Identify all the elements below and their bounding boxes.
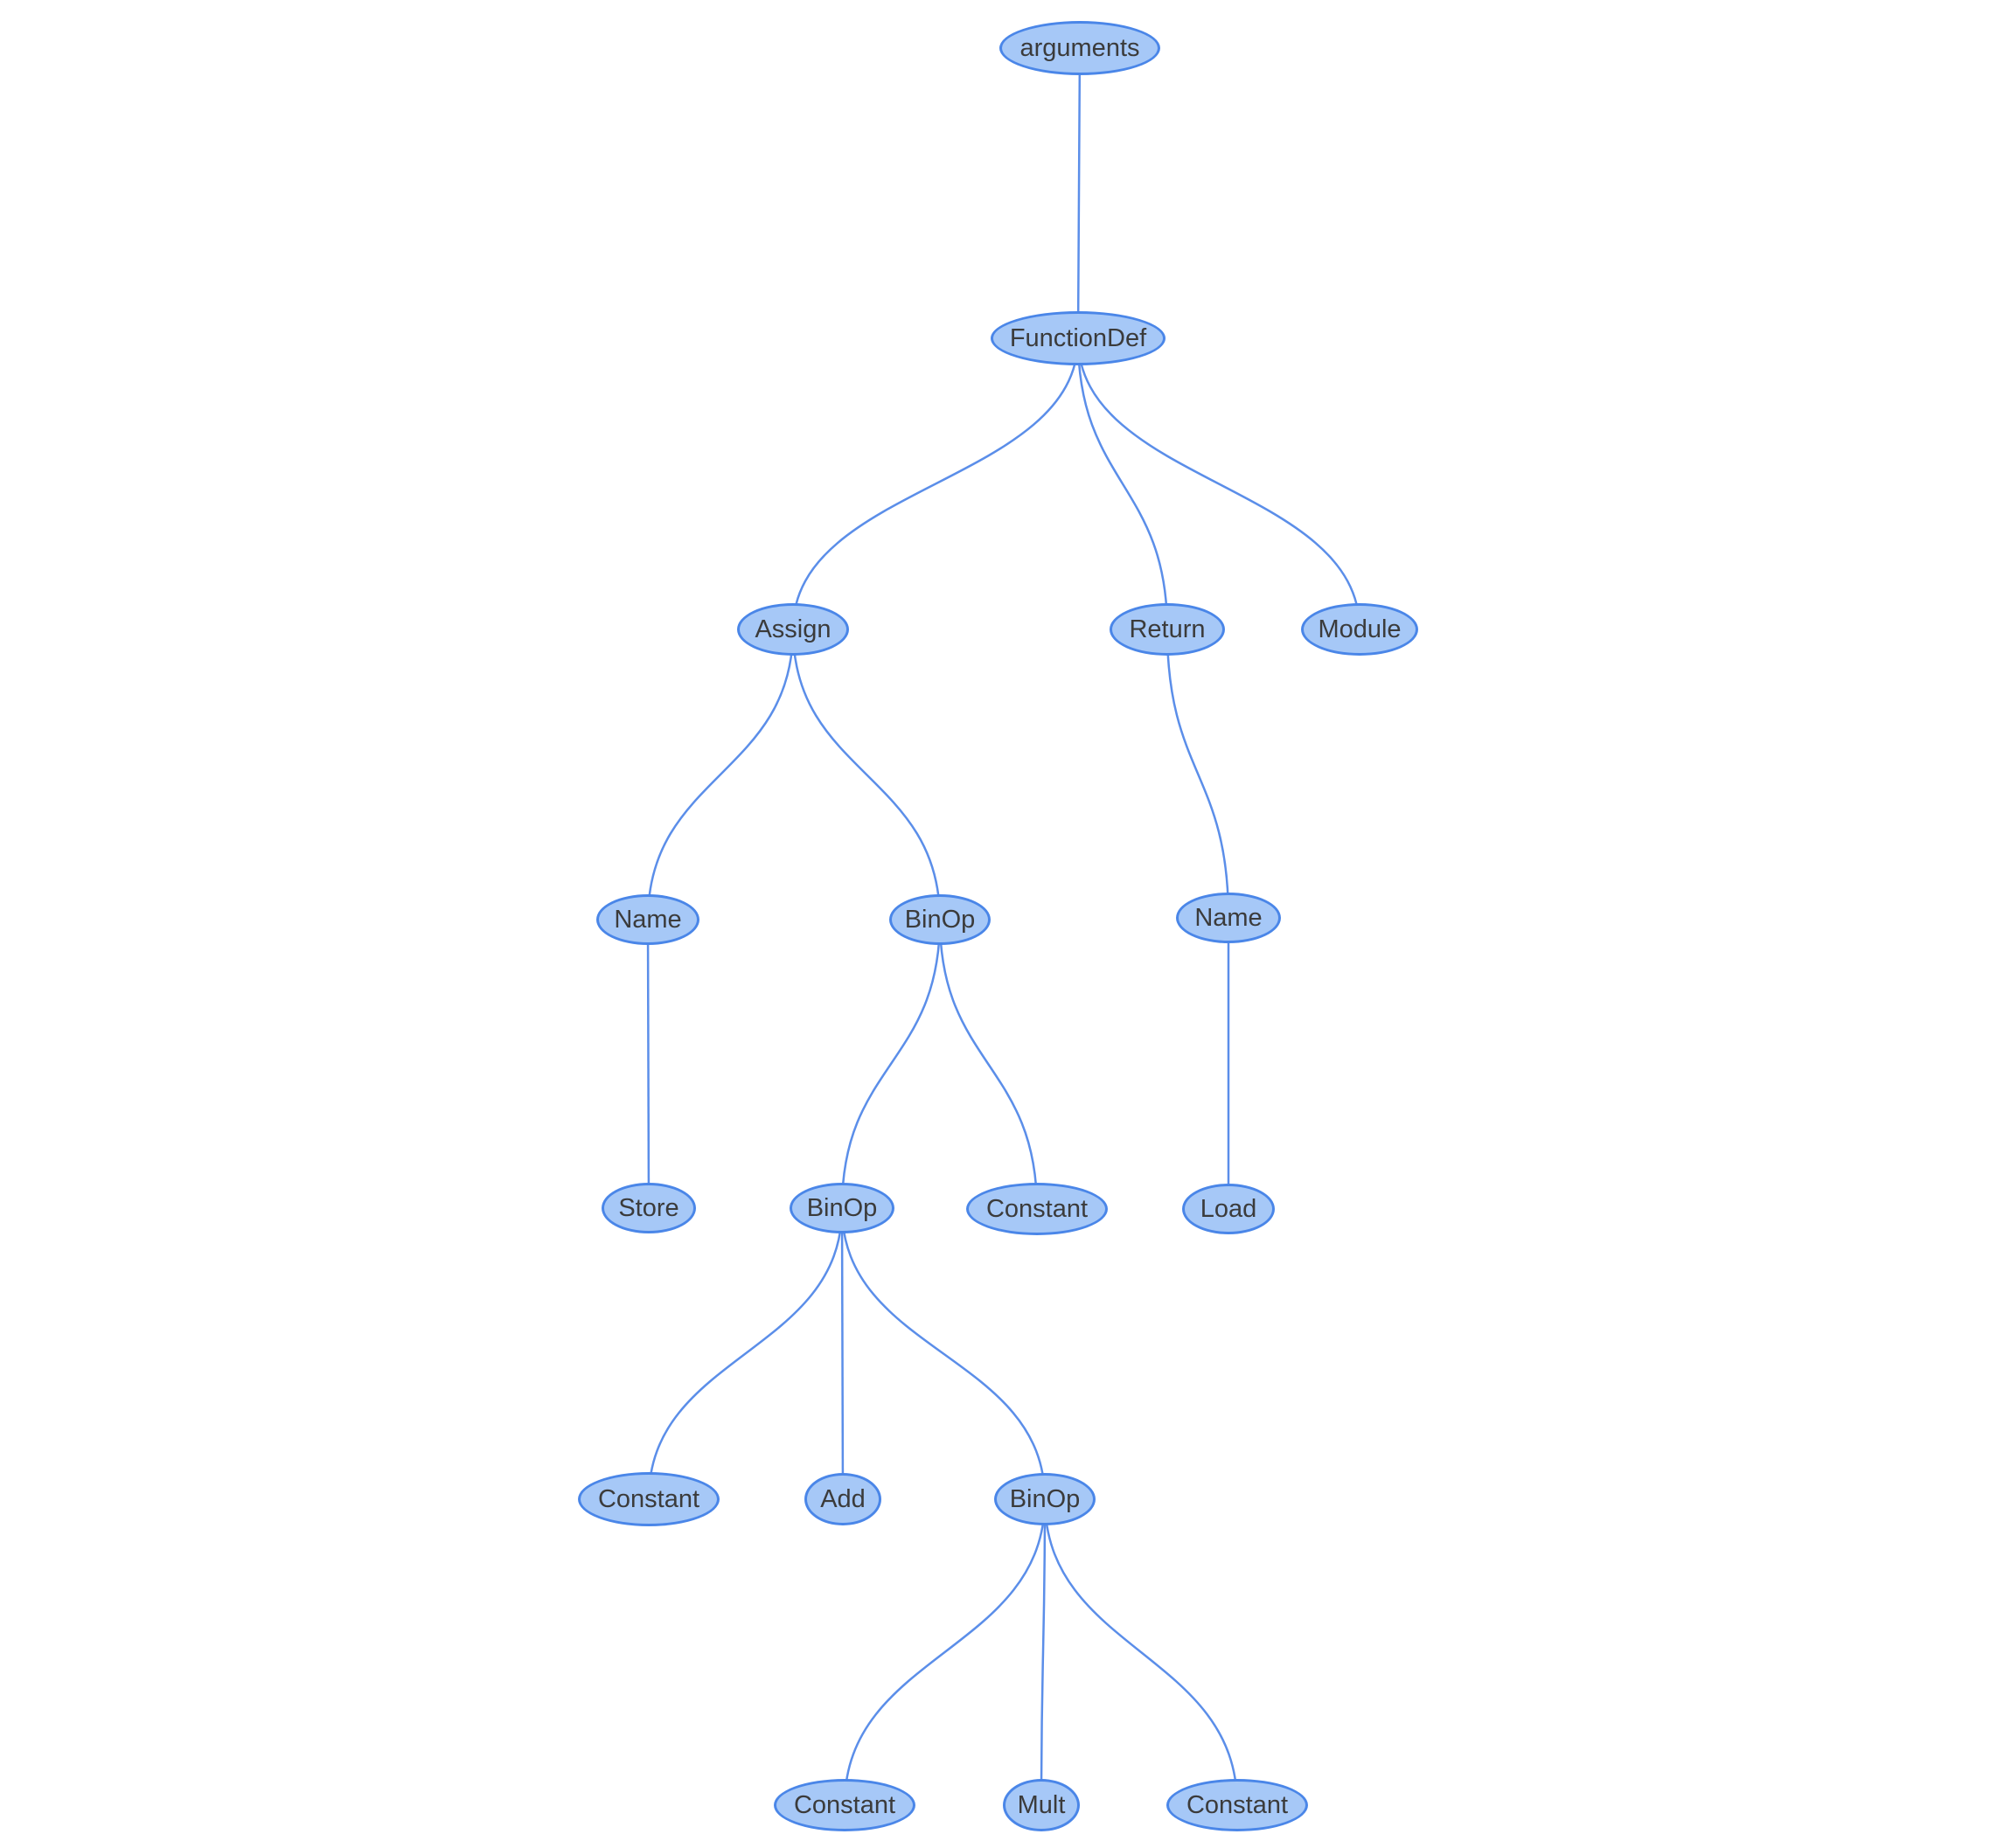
node-name-7[interactable]: Name (1176, 893, 1281, 943)
node-label: arguments (1019, 33, 1140, 62)
edge-binop-binop (840, 1207, 1047, 1500)
node-binop-14[interactable]: BinOp (994, 1473, 1096, 1525)
node-label: Add (820, 1484, 866, 1513)
edge-binop-constant (1043, 1498, 1239, 1806)
node-label: Mult (1017, 1790, 1066, 1819)
edge-binop-binop (840, 919, 942, 1209)
edge-return-name (1165, 629, 1230, 919)
node-label: Module (1318, 615, 1402, 643)
node-label: Store (618, 1193, 679, 1222)
node-label: Name (614, 905, 682, 934)
node-label: Name (1194, 903, 1263, 932)
node-label: Constant (597, 1484, 700, 1513)
node-constant-10[interactable]: Constant (966, 1183, 1108, 1235)
node-load-11[interactable]: Load (1182, 1184, 1275, 1234)
node-mult-16[interactable]: Mult (1003, 1779, 1080, 1831)
node-constant-17[interactable]: Constant (1166, 1779, 1308, 1831)
edge-functiondef-assign (791, 337, 1080, 630)
node-module-4[interactable]: Module (1301, 603, 1418, 656)
edge-assign-binop (791, 629, 942, 921)
edge-name-store (646, 919, 651, 1209)
node-binop-9[interactable]: BinOp (790, 1183, 894, 1233)
node-label: BinOp (806, 1193, 878, 1222)
node-constant-12[interactable]: Constant (578, 1472, 720, 1526)
node-add-13[interactable]: Add (804, 1473, 881, 1525)
node-arguments-0[interactable]: arguments (999, 21, 1160, 75)
node-assign-2[interactable]: Assign (737, 603, 849, 656)
node-store-8[interactable]: Store (602, 1183, 696, 1233)
edge-binop-constant (647, 1207, 844, 1500)
node-label: Constant (793, 1790, 896, 1819)
node-return-3[interactable]: Return (1110, 603, 1225, 656)
node-label: Assign (755, 615, 832, 643)
node-label: Return (1129, 615, 1206, 643)
node-label: Load (1200, 1194, 1257, 1223)
edge-functiondef-return (1076, 337, 1169, 630)
node-label: BinOp (904, 905, 976, 934)
node-name-5[interactable]: Name (596, 894, 699, 945)
node-label: Constant (1186, 1790, 1289, 1819)
node-label: Constant (985, 1194, 1089, 1223)
edge-binop-constant (843, 1498, 1047, 1806)
edge-binop-mult (1040, 1498, 1047, 1806)
edge-arguments-functiondef (1076, 47, 1082, 339)
node-label: FunctionDef (1009, 323, 1147, 352)
node-constant-15[interactable]: Constant (774, 1779, 915, 1831)
node-binop-6[interactable]: BinOp (889, 894, 991, 945)
edge-functiondef-module (1076, 337, 1361, 630)
edge-binop-add (840, 1207, 845, 1500)
node-functiondef-1[interactable]: FunctionDef (991, 311, 1165, 365)
edge-assign-name (646, 629, 795, 921)
edge-binop-constant (938, 919, 1039, 1210)
node-label: BinOp (1009, 1484, 1081, 1513)
